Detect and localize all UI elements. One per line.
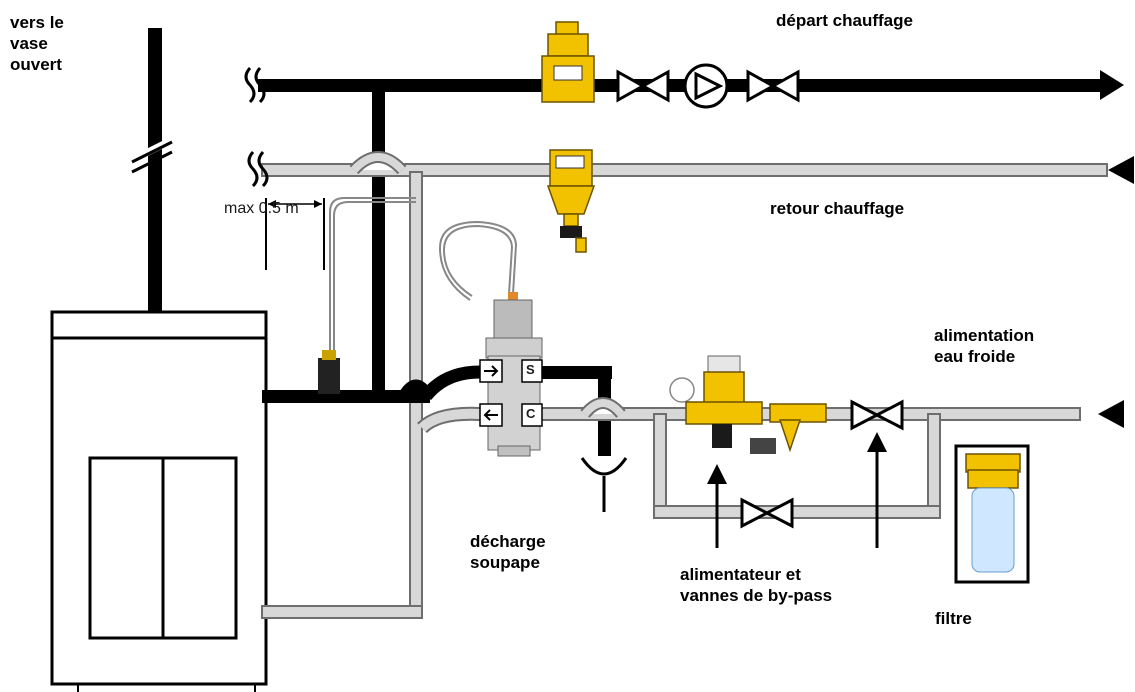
feeder-bypass-label: alimentateur et vannes de by-pass	[680, 564, 832, 606]
dirt-separator	[546, 149, 596, 253]
filling-unit	[669, 355, 827, 454]
water-filter	[954, 444, 1030, 584]
pointer-arrows	[707, 432, 887, 548]
mixing-valve-port-c: C	[526, 406, 536, 421]
open-vessel-label: vers le vase ouvert	[10, 12, 64, 75]
open-vessel-label-line-1: vers le	[10, 13, 64, 32]
open-vessel-label-line-3: ouvert	[10, 55, 62, 74]
cold-water-label-line-1: alimentation	[934, 326, 1035, 345]
discharge-funnel	[580, 457, 628, 512]
flow-isolation-valve-1	[616, 69, 670, 103]
sensor-pocket	[318, 358, 340, 394]
mixing-valve	[479, 292, 543, 457]
air-separator	[541, 21, 595, 103]
y-strainer	[778, 419, 802, 453]
max-distance-label: max 0.5 m	[224, 200, 299, 217]
heating-return-label: retour chauffage	[770, 199, 905, 218]
capillary-line	[318, 197, 518, 394]
feeder-bypass-label-line-2: vannes de by-pass	[680, 586, 833, 605]
boiler-flow-connection	[262, 365, 612, 456]
supply-valve	[850, 399, 904, 431]
circulation-pump	[683, 63, 729, 109]
cold-water-line	[417, 397, 1124, 519]
cold-water-label-line-2: eau froide	[934, 347, 1016, 366]
discharge-label-line-2: soupape	[470, 553, 540, 572]
heating-flow-label: départ chauffage	[776, 11, 913, 30]
discharge-label: décharge soupape	[470, 531, 546, 573]
cold-water-label: alimentation eau froide	[934, 325, 1034, 367]
feeder-bypass-label-line-1: alimentateur et	[680, 565, 801, 584]
open-vessel-pipe	[130, 28, 174, 313]
open-vessel-label-line-2: vase	[10, 34, 48, 53]
mixing-valve-port-s: S	[526, 362, 535, 377]
bypass-valve	[740, 497, 794, 529]
boiler	[50, 310, 268, 692]
heating-return-pipe	[247, 151, 1134, 188]
filter-label: filtre	[935, 609, 972, 628]
flow-arrow	[1100, 70, 1124, 100]
cold-water-arrow	[1098, 400, 1124, 428]
flow-isolation-valve-2	[746, 69, 800, 103]
return-arrow	[1108, 156, 1134, 184]
max-distance-marker	[265, 198, 325, 270]
filter-bowl	[971, 487, 1015, 573]
discharge-label-line-1: décharge	[470, 532, 546, 551]
pressure-gauge	[669, 377, 695, 403]
